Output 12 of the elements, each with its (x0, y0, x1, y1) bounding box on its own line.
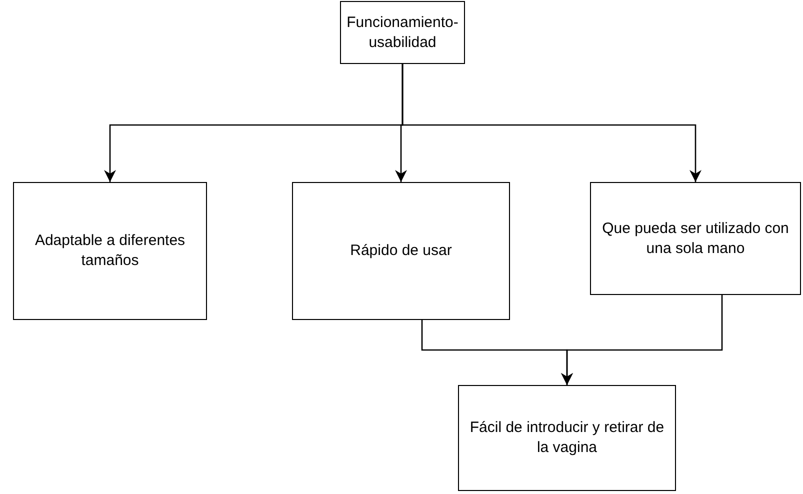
box-text: Rápido de usar (350, 241, 452, 261)
box-text: Funcionamiento-usabilidad (346, 12, 458, 52)
process-box (340, 1, 465, 64)
connector-arrow (402, 64, 702, 182)
process-box (590, 182, 801, 295)
process-box (292, 182, 510, 320)
process-box (458, 385, 676, 491)
connector-arrow (561, 295, 723, 385)
box-text: Que pueda ser utilizado con una sola mano (601, 218, 790, 258)
box-text: Fácil de introducir y retirar de la vagina (468, 418, 666, 458)
box-text: Adaptable a diferentes tamaños (34, 231, 186, 271)
process-box (13, 182, 207, 320)
